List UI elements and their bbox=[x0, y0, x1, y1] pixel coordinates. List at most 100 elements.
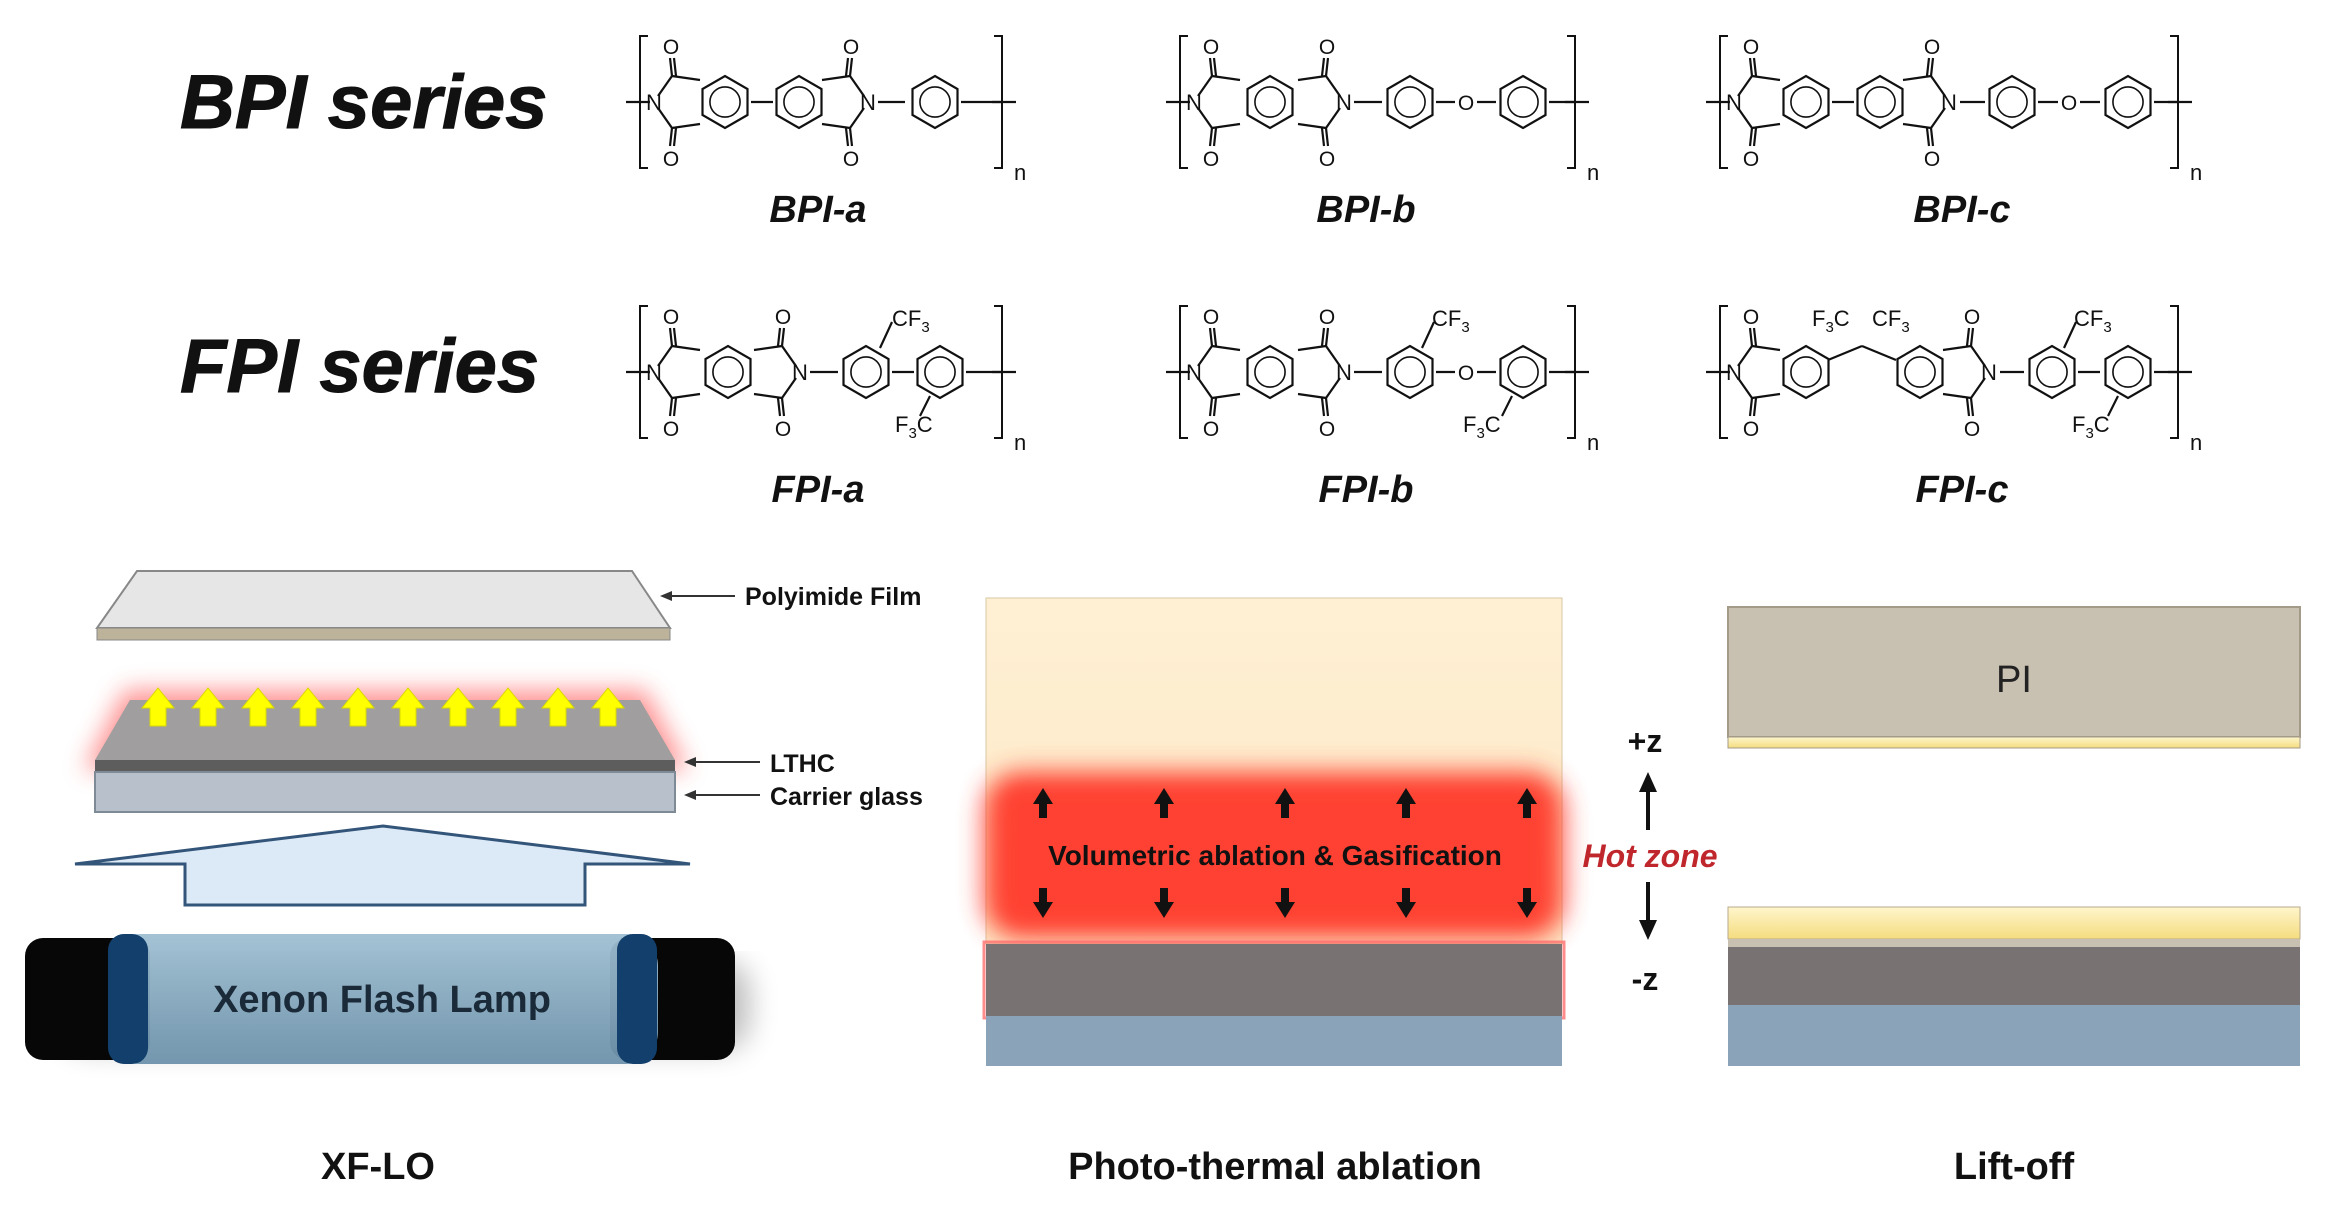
oxygen-label: O bbox=[1743, 306, 1759, 329]
imide-ring: OON bbox=[1726, 36, 1781, 171]
aromatic-circle bbox=[1254, 356, 1286, 388]
bond bbox=[1324, 127, 1330, 147]
aromatic-circle bbox=[712, 356, 744, 388]
bond bbox=[776, 397, 782, 417]
up-arrow bbox=[1033, 788, 1053, 818]
pi-label: PI bbox=[1996, 659, 2032, 701]
aromatic-circle bbox=[1394, 356, 1426, 388]
bond bbox=[780, 397, 786, 417]
bond bbox=[1320, 327, 1326, 347]
nitrogen-label: N bbox=[1336, 90, 1352, 115]
bond bbox=[780, 327, 786, 347]
pointer-head bbox=[660, 591, 672, 601]
bpi-c-name: BPI-c bbox=[1913, 189, 2010, 231]
bond bbox=[671, 344, 701, 352]
bond bbox=[1297, 344, 1327, 352]
glass-block-liftoff bbox=[1728, 1005, 2300, 1066]
aromatic-circle bbox=[1790, 356, 1822, 388]
oxygen-label: O bbox=[1319, 148, 1335, 171]
benzene-ring bbox=[1896, 344, 1944, 400]
lthc-block-top bbox=[95, 700, 675, 760]
bond bbox=[1212, 127, 1218, 147]
benzene-ring bbox=[1246, 74, 1294, 130]
bond bbox=[1211, 122, 1241, 130]
plus-z-arrowhead bbox=[1639, 772, 1657, 792]
bond bbox=[668, 57, 674, 77]
bond bbox=[1902, 122, 1932, 130]
bond bbox=[1212, 397, 1218, 417]
benzene-ring bbox=[911, 74, 959, 130]
aromatic-circle bbox=[2112, 356, 2144, 388]
cf3-label: F3C bbox=[2072, 412, 2110, 442]
aromatic-circle bbox=[783, 86, 815, 118]
up-arrow bbox=[1396, 788, 1416, 818]
bond bbox=[849, 75, 865, 97]
oxygen-label: O bbox=[775, 306, 791, 329]
photon-arrow bbox=[490, 687, 526, 727]
repeat-n-label: n bbox=[1014, 160, 1026, 185]
bond bbox=[2063, 321, 2077, 349]
oxygen-label: O bbox=[1964, 306, 1980, 329]
photon-arrows bbox=[140, 687, 626, 727]
imide-ring: OON bbox=[1902, 36, 1957, 171]
nitrogen-label: N bbox=[1726, 90, 1742, 115]
bond bbox=[1902, 74, 1932, 82]
down-arrows bbox=[1033, 888, 1537, 918]
aromatic-circle bbox=[1864, 86, 1896, 118]
bond bbox=[1325, 75, 1341, 97]
bond bbox=[1925, 127, 1931, 147]
cf3-label: F3C bbox=[1812, 306, 1850, 336]
aromatic-circle bbox=[1996, 86, 2028, 118]
polyimide-film-label: Polyimide Film bbox=[745, 583, 921, 611]
cf3-label: CF3 bbox=[892, 306, 930, 336]
imide-ring: OON bbox=[1942, 306, 1997, 441]
bond bbox=[1930, 75, 1946, 97]
bond bbox=[1942, 392, 1972, 400]
oxygen-label: O bbox=[663, 36, 679, 59]
oxygen-label: O bbox=[1203, 148, 1219, 171]
nitrogen-label: N bbox=[1336, 360, 1352, 385]
bond bbox=[1208, 127, 1214, 147]
down-arrow bbox=[1396, 888, 1416, 918]
bond bbox=[1748, 57, 1754, 77]
ablation-label: Volumetric ablation & Gasification bbox=[1048, 840, 1502, 871]
bond bbox=[821, 74, 851, 82]
bond bbox=[1751, 74, 1781, 82]
oxygen-label: O bbox=[1203, 36, 1219, 59]
bond bbox=[657, 345, 673, 367]
ablation-caption: Photo-thermal ablation bbox=[1068, 1146, 1482, 1188]
imide-ring: OON bbox=[646, 306, 701, 441]
bond bbox=[1197, 377, 1213, 399]
pointer-head bbox=[684, 790, 696, 800]
bond bbox=[657, 75, 673, 97]
bond bbox=[1211, 344, 1241, 352]
bond bbox=[1297, 392, 1327, 400]
bond bbox=[1969, 397, 1975, 417]
lthc-layer bbox=[95, 760, 675, 772]
bond bbox=[672, 127, 678, 147]
bond bbox=[1827, 344, 1863, 362]
nitrogen-label: N bbox=[646, 360, 662, 385]
bond bbox=[879, 321, 893, 349]
oxygen-label: O bbox=[663, 418, 679, 441]
bond bbox=[1197, 107, 1213, 129]
oxygen-label: O bbox=[1743, 36, 1759, 59]
oxygen-label: O bbox=[1743, 418, 1759, 441]
benzene-ring bbox=[1386, 74, 1434, 130]
bond bbox=[1737, 75, 1753, 97]
bond bbox=[1752, 397, 1758, 417]
bond bbox=[1751, 344, 1781, 352]
bond bbox=[919, 395, 931, 417]
bpi-b-name: BPI-b bbox=[1316, 189, 1415, 231]
liftoff-schematic: PI Lift-off bbox=[1727, 606, 2301, 1188]
bond bbox=[657, 107, 673, 129]
xflo-schematic: Polyimide Film LTHC Carrier glass Xenon … bbox=[25, 570, 923, 1188]
bond bbox=[1297, 74, 1327, 82]
benzene-ring bbox=[1782, 74, 1830, 130]
pointer-head bbox=[684, 757, 696, 767]
plus-z-label: +z bbox=[1628, 723, 1663, 759]
